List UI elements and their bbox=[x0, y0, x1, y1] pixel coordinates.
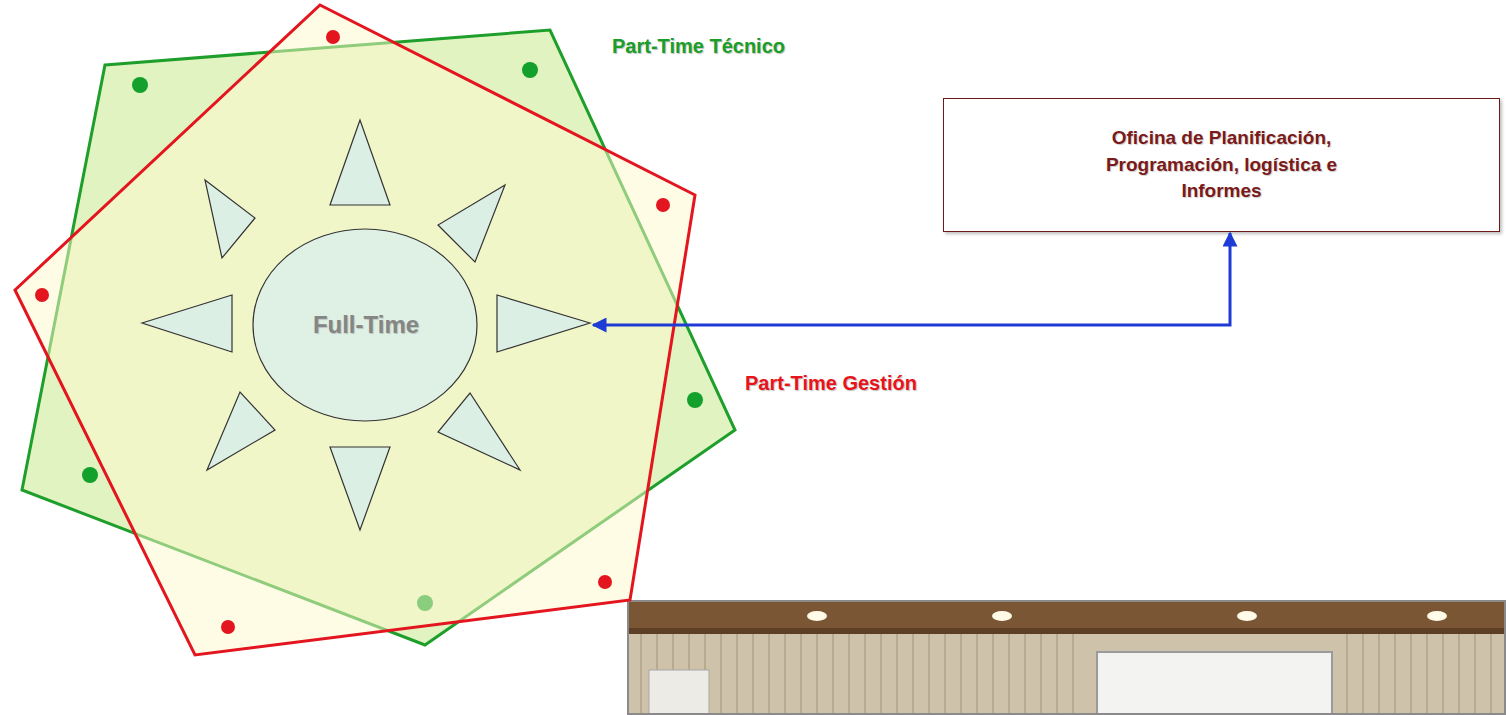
ray-triangle bbox=[330, 120, 390, 205]
projection-screen bbox=[1097, 652, 1332, 715]
ceiling-light bbox=[992, 611, 1012, 621]
corner-dot bbox=[82, 467, 98, 483]
curtain-folds bbox=[641, 634, 1491, 715]
photo-frame bbox=[628, 601, 1505, 714]
ray-triangle bbox=[207, 392, 275, 470]
region-label: Part-Time Técnico bbox=[612, 35, 785, 58]
corner-dot bbox=[326, 30, 340, 44]
office-label: Oficina de Planificación, Programación, … bbox=[1091, 125, 1353, 205]
ray-triangle bbox=[330, 447, 390, 530]
core-label: Full-Time bbox=[313, 311, 419, 339]
ray-triangle bbox=[438, 185, 505, 262]
ceiling-trim bbox=[627, 628, 1506, 634]
ceiling-light bbox=[1427, 611, 1447, 621]
ray-triangle bbox=[497, 295, 590, 352]
core-circle bbox=[253, 229, 477, 421]
corner-dot bbox=[656, 198, 670, 212]
corner-dot bbox=[598, 575, 612, 589]
office-box: Oficina de Planificación, Programación, … bbox=[943, 98, 1500, 232]
room-photo bbox=[627, 600, 1506, 715]
corner-dot bbox=[522, 62, 538, 78]
connector-arrow bbox=[593, 233, 1230, 325]
ray-triangle bbox=[142, 295, 232, 352]
corner-dot bbox=[687, 392, 703, 408]
sun-circle: Full-Time bbox=[140, 118, 592, 532]
corner-dot bbox=[132, 77, 148, 93]
corner-dot bbox=[35, 288, 49, 302]
ceiling-light bbox=[1237, 611, 1257, 621]
ray-triangle bbox=[205, 180, 255, 258]
flip-chart bbox=[649, 670, 709, 715]
ray-triangle bbox=[438, 393, 520, 470]
photo-ground bbox=[627, 600, 1506, 715]
wood-ceiling bbox=[627, 600, 1506, 634]
ceiling-light bbox=[807, 611, 827, 621]
region-label: Part-Time Gestión bbox=[745, 372, 917, 395]
corner-dot bbox=[221, 620, 235, 634]
pentagon-shape bbox=[15, 5, 695, 655]
pentagon-region: Part-Time GestiónFull-Time bbox=[15, 5, 695, 655]
